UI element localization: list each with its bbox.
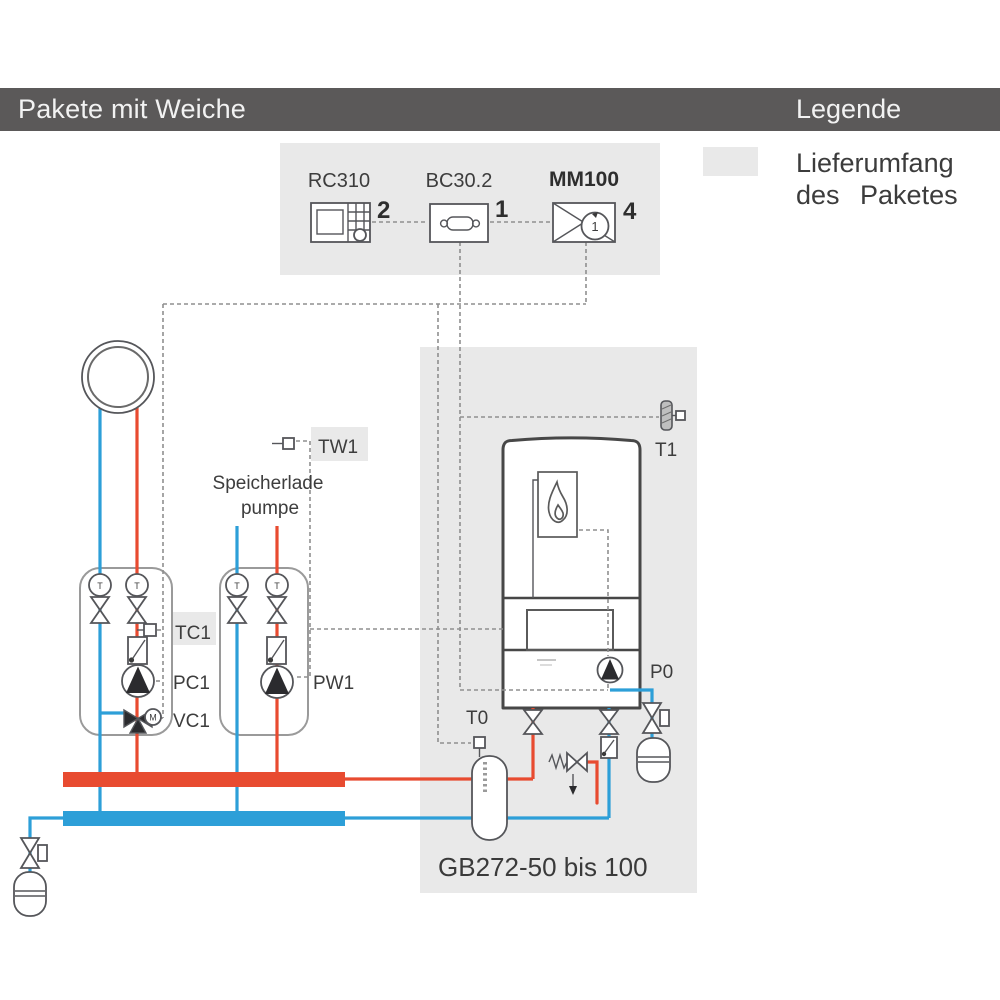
thermometer-dhw-return: T — [225, 573, 249, 597]
label-pc1: PC1 — [173, 673, 210, 694]
page-title: Pakete mit Weiche — [18, 94, 246, 124]
label-t0: T0 — [466, 708, 488, 729]
expansion-vessel-right — [636, 737, 671, 783]
heating-circuit-icon — [81, 340, 155, 414]
module-bc30-icon — [429, 203, 489, 243]
safety-valve-group — [548, 750, 588, 795]
flow-manifold-bar — [63, 772, 345, 787]
legend-label-line1: Lieferumfang — [796, 148, 954, 178]
module-mm100-qty: 4 — [623, 198, 637, 225]
valve-hc-return — [89, 596, 111, 624]
return-manifold-bar — [63, 811, 345, 826]
svg-text:T: T — [274, 581, 280, 591]
sensor-t1 — [660, 400, 686, 431]
thermometer-hc-return: T — [88, 573, 112, 597]
label-tw1: TW1 — [318, 437, 358, 458]
mixing-valve-vc1: M — [123, 708, 162, 734]
hydraulic-separator — [471, 755, 508, 841]
flame-icon — [547, 479, 568, 523]
svg-text:T: T — [234, 581, 240, 591]
thermometer-hc-flow: T — [125, 573, 149, 597]
label-storage-pump-line1: Speicherlade — [213, 473, 324, 494]
legend-label: Lieferumfang des Paketes — [796, 147, 996, 211]
pump-pc1 — [121, 664, 155, 698]
valve-dhw-return — [226, 596, 248, 624]
label-pw1: PW1 — [313, 673, 354, 694]
pump-p0 — [596, 656, 624, 684]
mm100-badge: 1 — [591, 219, 598, 234]
check-valve-hc — [127, 636, 148, 665]
legend-title: Legende — [796, 94, 902, 124]
module-mm100-name: MM100 — [549, 168, 619, 191]
label-p0: P0 — [650, 662, 673, 683]
label-vc1: VC1 — [173, 711, 210, 732]
sensor-tw1 — [272, 437, 295, 450]
valve-boiler-return — [598, 709, 620, 735]
svg-text:T: T — [134, 581, 140, 591]
boiler-display-panel — [526, 609, 614, 651]
module-rc310-icon — [310, 202, 371, 243]
bus-tw1-pw1 — [295, 440, 311, 678]
flame-icon-inner — [554, 503, 564, 521]
valve-boiler-flow — [522, 709, 544, 735]
module-rc310-qty: 2 — [377, 197, 390, 224]
heating-circuit-icon-inner — [87, 346, 149, 408]
valve-expansion-left — [19, 837, 48, 869]
expansion-vessel-left — [13, 871, 47, 917]
safety-discharge-pipe — [585, 760, 599, 805]
module-rc310-name: RC310 — [308, 170, 370, 192]
valve-dhw-flow — [266, 596, 288, 624]
label-tc1: TC1 — [175, 623, 211, 644]
svg-text:M: M — [149, 713, 157, 723]
valve-expansion-right — [641, 702, 670, 734]
check-valve-boiler — [600, 736, 618, 759]
header-bar: Pakete mit Weiche Legende — [0, 88, 1000, 131]
check-valve-dhw — [266, 636, 287, 665]
burner-pipe — [532, 479, 538, 598]
sensor-tc1 — [137, 623, 157, 637]
module-bc30-qty: 1 — [495, 196, 508, 223]
tw1-highlight — [311, 427, 368, 461]
valve-hc-flow — [126, 596, 148, 624]
sensor-t0 — [473, 736, 486, 757]
thermometer-dhw-flow: T — [265, 573, 289, 597]
label-storage-pump-line2: pumpe — [241, 498, 299, 519]
svg-text:T: T — [97, 581, 103, 591]
legend-label-line2: des Paketes — [796, 180, 958, 210]
label-t1: T1 — [655, 440, 677, 461]
module-bc30-name: BC30.2 — [426, 170, 493, 192]
label-boiler-range: GB272-50 bis 100 — [438, 852, 648, 882]
module-mm100-icon: 1 — [552, 202, 616, 243]
pump-pw1 — [260, 665, 294, 699]
bus-burner-p0 — [579, 529, 609, 656]
burner-box — [537, 471, 578, 538]
legend-swatch — [703, 147, 758, 176]
